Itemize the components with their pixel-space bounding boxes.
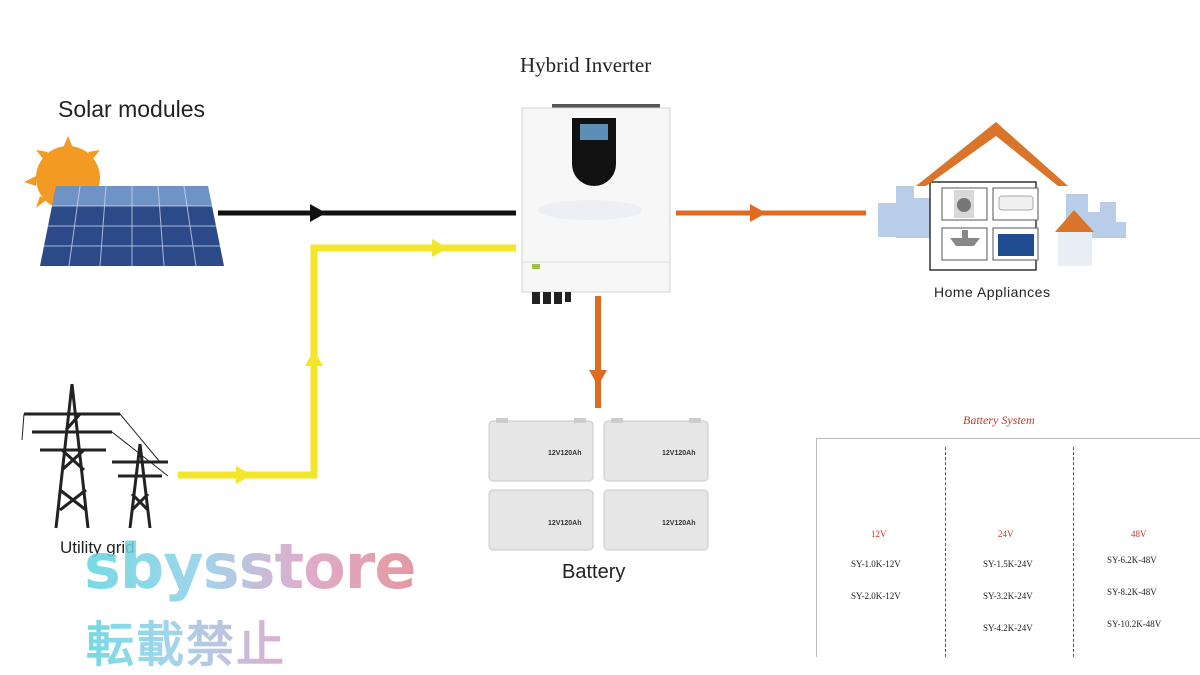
inverter-icon [521,104,671,304]
battery-system-table: 12V SY-1.0K-12V SY-2.0K-12V 24V SY-1.5K-… [816,438,1200,657]
battery-system-title: Battery System [963,413,1035,427]
solar-panel-icon [40,185,224,267]
column-divider [945,447,946,657]
inverter-label: Hybrid Inverter [520,53,652,77]
watermark-store-name: sbysstore [84,530,416,603]
column-divider [1073,447,1074,657]
utility-tower-icon [21,383,169,529]
house-icon [878,122,1126,271]
utility-grid-label: Utility grid [60,538,135,557]
model-label: SY-10.2K-48V [1107,619,1162,629]
model-label: SY-3.2K-24V [983,591,1033,601]
battery-unit-label: 12V120Ah [548,450,582,457]
model-label: SY-6.2K-48V [1107,555,1157,565]
model-label: SY-1.5K-24V [983,559,1033,569]
battery-flow-line [589,296,607,408]
solar-flow-line [218,204,516,222]
voltage-label: 48V [1131,529,1147,539]
battery-unit-label: 12V120Ah [662,450,696,457]
watermark-no-repost: 転載禁止 [86,605,286,675]
model-label: SY-1.0K-12V [851,559,901,569]
model-label: SY-2.0K-12V [851,591,901,601]
battery-unit-label: 12V120Ah [662,520,696,527]
battery-label: Battery [562,561,626,583]
model-label: SY-4.2K-24V [983,623,1033,633]
solar-label: Solar modules [58,96,206,122]
grid-flow-line [178,239,516,484]
home-flow-line [676,204,866,222]
battery-unit-label: 12V120Ah [548,520,582,527]
voltage-label: 24V [998,529,1014,539]
home-appliances-label: Home Appliances [934,284,1051,300]
battery-bank-icon [488,418,709,551]
voltage-label: 12V [871,529,887,539]
model-label: SY-8.2K-48V [1107,587,1157,597]
